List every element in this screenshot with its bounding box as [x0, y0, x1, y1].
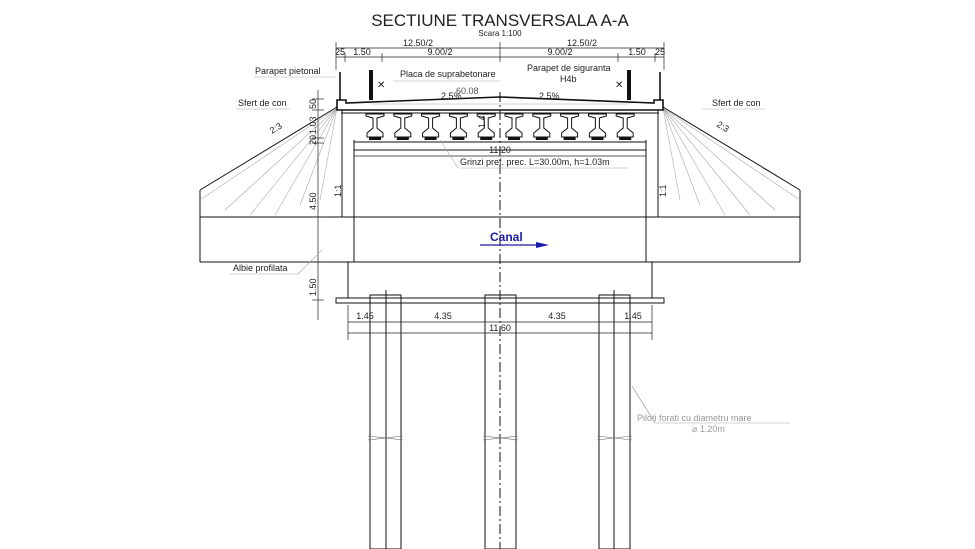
top-dimensions: 12.50/2 12.50/2 25 1.50 9.00/2 9.00/2 1.…	[335, 38, 665, 70]
flow-arrow-icon	[480, 242, 549, 248]
girder	[393, 113, 413, 138]
footing-dimensions: 1.45 4.35 4.35 1.45 11.60	[347, 305, 653, 340]
label-safety-parapet-class: H4b	[560, 74, 577, 84]
safety-parapet-right	[627, 70, 631, 100]
label-wall-slope-left: 1:1	[333, 184, 343, 197]
bearing	[369, 137, 381, 140]
girder	[615, 113, 635, 138]
vertical-dimensions: 50 1.03 20 4.50 1.50	[308, 90, 324, 320]
girder	[532, 113, 552, 138]
bearing	[591, 137, 604, 140]
bearing	[535, 137, 548, 140]
girder	[560, 113, 580, 138]
label-girder-height: 1.4	[477, 115, 487, 128]
label-elevation: 60.08	[456, 86, 479, 96]
bearing	[424, 137, 437, 140]
guardrail-right-icon: ✕	[615, 80, 623, 91]
label-cone-left: Sfert de con	[238, 98, 287, 108]
dim-half-width-left: 12.50/2	[403, 38, 433, 48]
girder	[587, 113, 607, 138]
girder	[476, 113, 496, 138]
label-wall-slope-right: 1:1	[658, 184, 668, 197]
dim-footing-span-right: 4.35	[548, 311, 566, 321]
label-slab: Placa de suprabetonare	[400, 69, 496, 79]
parapets: ✕ ✕	[339, 70, 661, 100]
dim-v-0: 50	[308, 99, 318, 109]
dim-roadway-left: 9.00/2	[427, 47, 452, 57]
dim-v-2: 20	[308, 135, 318, 145]
bearing	[396, 137, 409, 140]
drawing-scale: Scara 1:100	[478, 29, 522, 38]
dim-roadway-right: 9.00/2	[547, 47, 572, 57]
bearing	[480, 137, 493, 140]
label-safety-parapet: Parapet de siguranta	[527, 63, 611, 73]
dim-v-4: 1.50	[308, 278, 318, 296]
bearing	[508, 137, 520, 140]
bearing	[452, 137, 465, 140]
label-cone-right: Sfert de con	[712, 98, 761, 108]
label-cone-slope-right: 2:3	[715, 119, 731, 134]
bearing	[619, 137, 632, 140]
cone-right	[657, 106, 801, 262]
label-girders: Grinzi pref. prec. L=30.00m, h=1.03m	[460, 157, 610, 167]
girder	[421, 113, 441, 138]
girders	[365, 113, 635, 140]
dim-footing-span-left: 4.35	[434, 311, 452, 321]
label-piles: Piloti forati cu diametru mare	[637, 413, 752, 423]
label-slope-left: 2.5%	[441, 91, 462, 101]
girder	[504, 113, 524, 138]
dim-sidewalk-right: 1.50	[628, 47, 646, 57]
dim-sidewalk-left: 1.50	[353, 47, 371, 57]
dim-footing-edge-right: 1.45	[624, 311, 642, 321]
label-pile-diameter: ⌀ 1.20m	[692, 424, 725, 434]
girder	[365, 113, 385, 138]
footing-ledge	[335, 297, 665, 304]
label-cone-slope-left: 2:3	[268, 121, 284, 136]
bearing	[563, 137, 576, 140]
dim-edge-right: 25	[655, 47, 665, 57]
label-pedestrian-parapet: Parapet pietonal	[255, 66, 321, 76]
safety-parapet-left	[369, 70, 373, 100]
girder	[448, 113, 468, 138]
dim-half-width-right: 12.50/2	[567, 38, 597, 48]
dim-cap-width: 11.20	[489, 145, 511, 155]
drawing-title: SECTIUNE TRANSVERSALA A-A	[371, 11, 629, 30]
guardrail-left-icon: ✕	[377, 80, 385, 91]
label-slope-right: 2.5%	[539, 91, 560, 101]
dim-footing-total: 11.60	[489, 323, 511, 333]
dim-v-3: 4.50	[308, 192, 318, 210]
dim-edge-left: 25	[335, 47, 345, 57]
label-canal: Canal	[490, 230, 523, 244]
dim-v-1: 1.03	[308, 116, 318, 134]
label-riverbed: Albie profilata	[233, 263, 288, 273]
dim-footing-edge-left: 1.45	[356, 311, 374, 321]
